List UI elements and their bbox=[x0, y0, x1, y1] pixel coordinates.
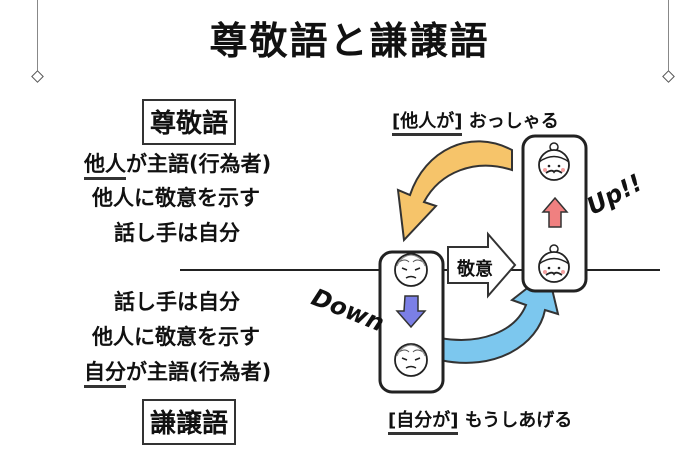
humble-face-top bbox=[394, 253, 428, 287]
blue-down-arrow bbox=[395, 295, 427, 329]
respect-arrow bbox=[447, 231, 517, 299]
sonkeigo-line-1: 他人が主語(行為者) bbox=[84, 148, 271, 180]
red-up-arrow bbox=[541, 196, 569, 228]
top-verb-label: [他人が] おっしゃる bbox=[392, 107, 559, 136]
sonkeigo-box: 尊敬語 bbox=[142, 99, 237, 145]
page-title: 尊敬語と謙譲語 bbox=[209, 18, 490, 63]
kenjougo-line-1: 話し手は自分 bbox=[114, 290, 240, 314]
frame-line-left bbox=[37, 0, 38, 72]
orange-curved-arrow bbox=[396, 140, 513, 243]
subject-other-underlined: 他人 bbox=[84, 152, 126, 180]
lord-face-top bbox=[538, 142, 570, 181]
sonkeigo-line-2: 他人に敬意を示す bbox=[92, 186, 260, 210]
frame-line-right bbox=[668, 0, 669, 72]
bottom-verb-label: [自分が] もうしあげる bbox=[388, 406, 572, 435]
humble-face-bottom bbox=[394, 343, 428, 377]
kenjougo-line-3: 自分が主語(行為者) bbox=[84, 356, 271, 388]
kenjougo-line-2: 他人に敬意を示す bbox=[92, 325, 260, 349]
subject-self-underlined: 自分 bbox=[84, 360, 126, 388]
respect-label: 敬意 bbox=[457, 259, 493, 280]
lord-face-bottom bbox=[538, 244, 570, 283]
kenjougo-box: 謙譲語 bbox=[142, 399, 237, 445]
sonkeigo-line-3: 話し手は自分 bbox=[114, 221, 240, 245]
